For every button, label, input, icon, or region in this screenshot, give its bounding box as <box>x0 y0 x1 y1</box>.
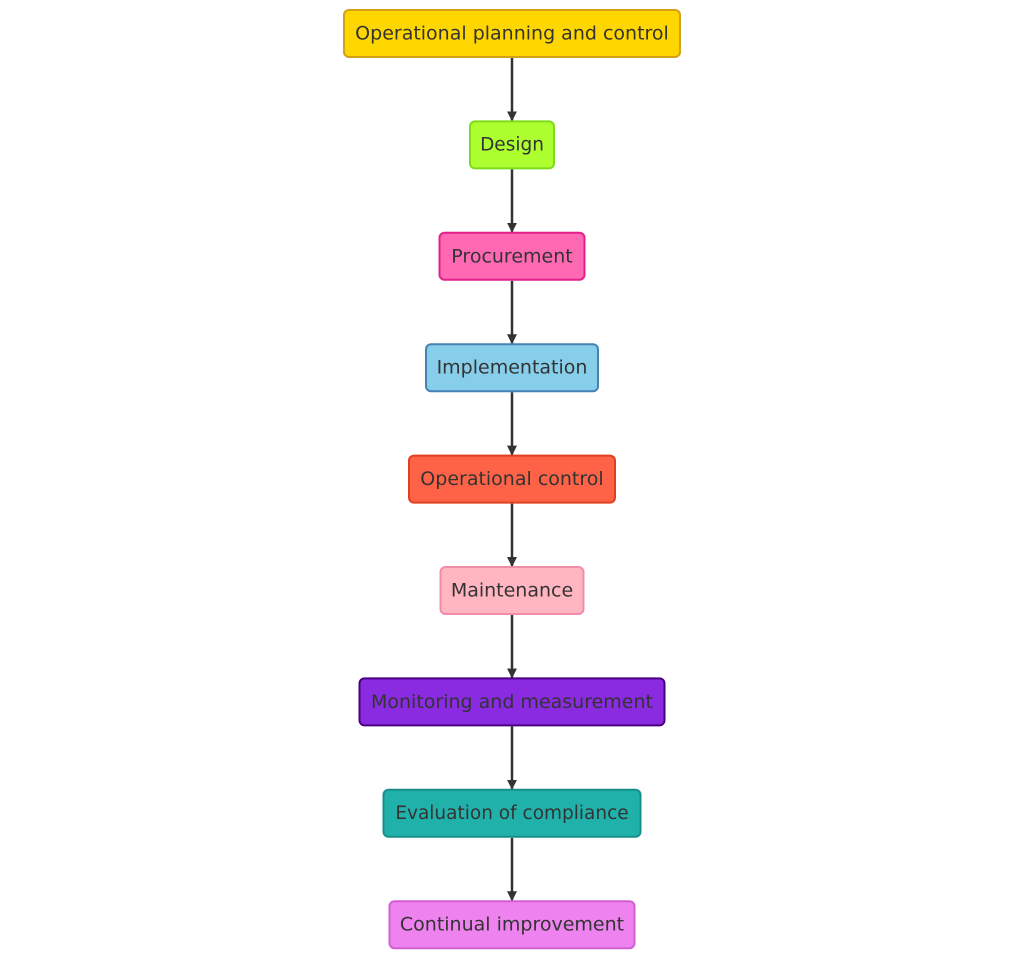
node-continual-improvement: Continual improvement <box>388 900 636 950</box>
node-evaluation-of-compliance: Evaluation of compliance <box>382 788 642 838</box>
node-box-monitoring-and-measurement <box>358 677 666 727</box>
node-procurement: Procurement <box>438 231 586 281</box>
node-label-procurement: Procurement <box>451 245 572 267</box>
node-implementation: Implementation <box>425 343 599 393</box>
node-box-operational-control <box>408 454 616 504</box>
node-label-continual-improvement: Continual improvement <box>400 914 624 936</box>
node-box-continual-improvement <box>388 900 636 950</box>
node-box-design <box>469 120 555 170</box>
node-monitoring-and-measurement: Monitoring and measurement <box>358 677 666 727</box>
node-operational-planning-and-control: Operational planning and control <box>343 9 681 58</box>
node-label-operational-control: Operational control <box>420 468 603 490</box>
nodes-layer: Operational planning and controlDesignPr… <box>343 9 681 950</box>
node-maintenance: Maintenance <box>439 566 585 615</box>
node-box-maintenance <box>439 566 585 615</box>
node-box-implementation <box>425 343 599 393</box>
node-design: Design <box>469 120 555 170</box>
node-label-operational-planning-and-control: Operational planning and control <box>355 23 669 45</box>
node-label-implementation: Implementation <box>437 357 588 379</box>
node-box-evaluation-of-compliance <box>382 788 642 838</box>
node-label-design: Design <box>480 134 544 155</box>
node-box-operational-planning-and-control <box>343 9 681 58</box>
node-label-evaluation-of-compliance: Evaluation of compliance <box>395 803 628 824</box>
node-label-maintenance: Maintenance <box>451 580 573 602</box>
node-label-monitoring-and-measurement: Monitoring and measurement <box>371 691 653 713</box>
node-operational-control: Operational control <box>408 454 616 504</box>
node-box-procurement <box>438 231 586 281</box>
